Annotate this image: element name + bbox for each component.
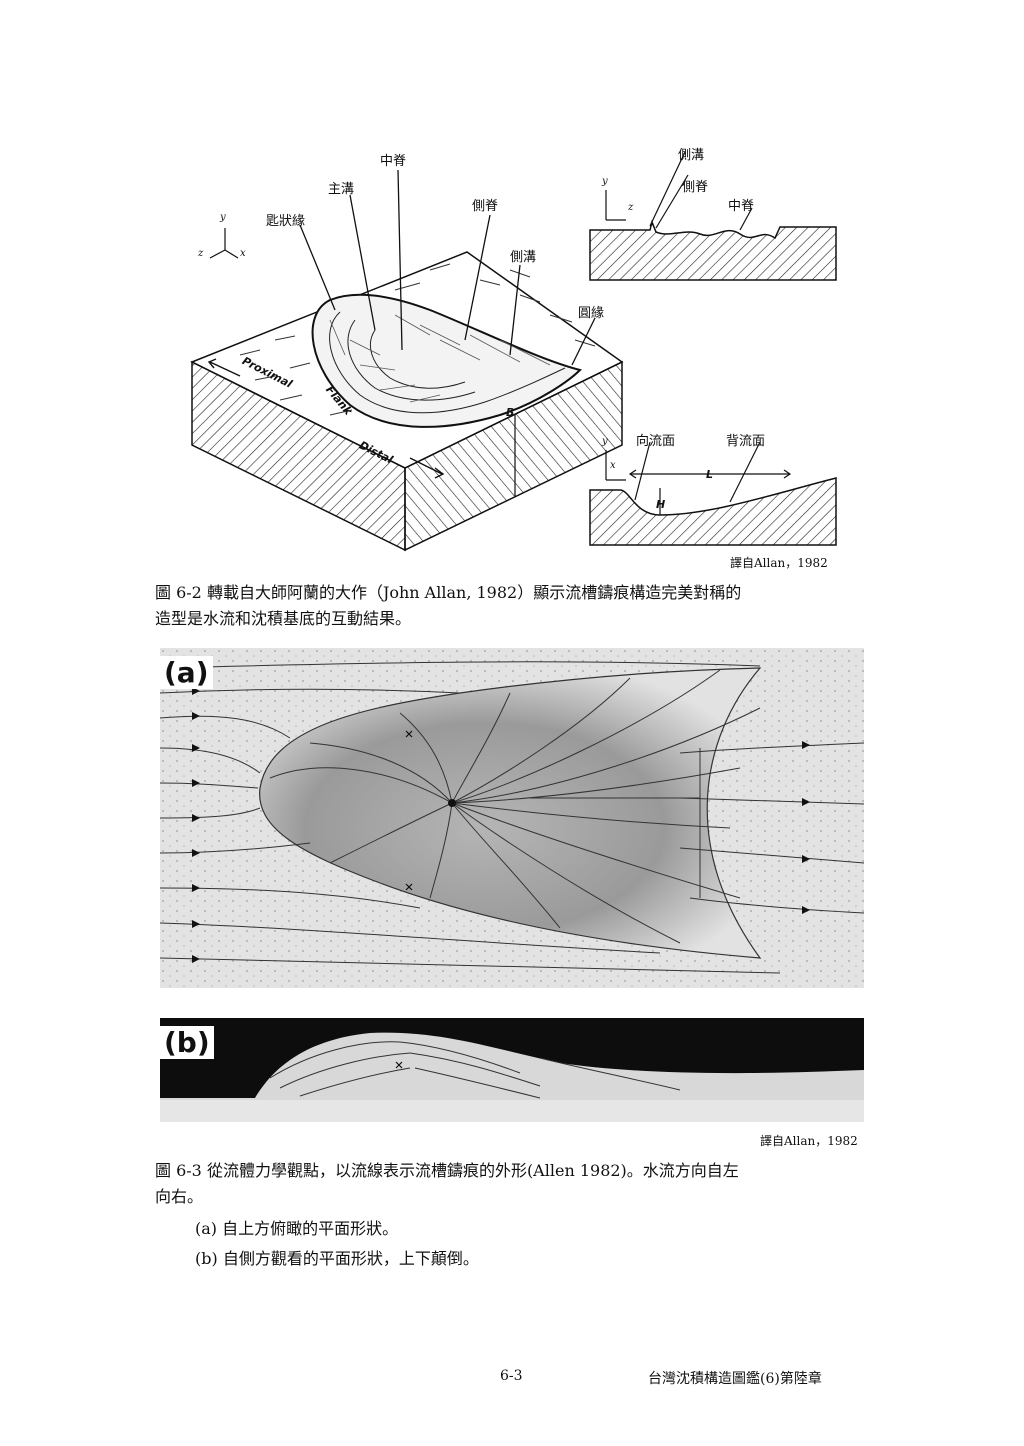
axis-x-bottom-right: x [610,460,616,471]
figure-6-3a: (a) [159,648,865,988]
panel-b-label: (b) [160,1026,214,1059]
label-side-ridge: 側脊 [472,199,499,214]
book-title: 台灣沈積構造圖鑑(6)第陸章 [648,1371,822,1387]
figure-6-3-caption: 圖 6-3 從流體力學觀點，以流線表示流槽鑄痕的外形(Allen 1982)。水… [155,1158,875,1272]
label-mid-ridge: 中脊 [380,154,407,169]
label-h: H [656,498,666,511]
figure-6-2-caption: 圖 6-2 轉載自大師阿蘭的大作（John Allan, 1982）顯示流槽鑄痕… [155,580,875,632]
label-lee-face: 背流面 [726,434,766,449]
figure-6-3b: (b) [160,1018,864,1122]
figure-6-3a-photo [159,648,865,988]
axis-x-left: x [240,248,246,259]
label-main-groove: 主溝 [328,182,355,197]
label-side-groove-right: 側溝 [678,148,705,163]
label-stoss-face: 向流面 [636,434,676,449]
label-side-ridge-right: 側脊 [682,180,709,195]
figure-6-2-caption-line1: 圖 6-2 轉載自大師阿蘭的大作（John Allan, 1982）顯示流槽鑄痕… [155,583,742,602]
axis-y-top-right: y [602,176,608,187]
figure-6-2-drawing [190,151,837,552]
figure-6-3-item-b: (b) 自側方觀看的平面形狀，上下顛倒。 [195,1249,479,1268]
label-beak-margin: 匙狀緣 [266,214,306,229]
figure-6-3-caption-line2: 向右。 [155,1187,204,1206]
figure-6-3-credit: 譯自Allan，1982 [760,1134,858,1148]
label-round-margin: 圓緣 [578,306,605,321]
axis-z-left: z [198,248,204,259]
page-number: 6-3 [500,1368,523,1384]
panel-a-label: (a) [160,656,213,689]
label-mid-ridge-right: 中脊 [728,199,755,214]
axis-y-left: y [220,212,226,223]
axis-y-bottom-right: y [602,436,608,447]
label-l: L [706,468,714,481]
label-side-groove: 側溝 [510,250,537,265]
axis-z-top-right: z [628,202,634,213]
figure-6-2-caption-line2: 造型是水流和沈積基底的互動結果。 [155,609,412,628]
figure-6-2-credit: 譯自Allan，1982 [730,556,828,570]
figure-6-3-caption-line1: 圖 6-3 從流體力學觀點，以流線表示流槽鑄痕的外形(Allen 1982)。水… [155,1161,739,1180]
figure-6-3-item-a: (a) 自上方俯瞰的平面形狀。 [195,1219,399,1238]
label-b: B [506,406,515,419]
figure-6-3b-photo [160,1018,864,1122]
figure-6-2: 中脊 主溝 匙狀緣 側脊 側溝 圓緣 側溝 側脊 中脊 向流面 背流面 Prox… [180,140,850,560]
